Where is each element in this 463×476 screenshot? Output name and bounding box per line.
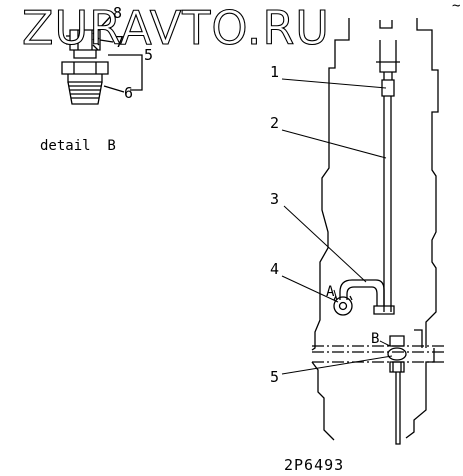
lower-fitting (387, 335, 407, 373)
detail-callout-6: 6 (124, 84, 133, 102)
pipe-clamp (333, 295, 353, 316)
detail-caption: detail B (40, 138, 116, 154)
watermark-text: ZURAVTO.RU (22, 1, 330, 55)
callout-3: 3 (270, 190, 279, 208)
bent-pipe (339, 279, 395, 315)
view-letter-b: B (371, 331, 379, 347)
corner-mark: ~ (452, 0, 460, 14)
callout-leaders (281, 78, 393, 375)
detail-b-drawing (61, 16, 143, 105)
drawing-code: 2P6493 (284, 456, 344, 474)
callout-4: 4 (270, 260, 279, 278)
vertical-tube (383, 96, 401, 445)
cross-beam (312, 345, 444, 363)
callout-2: 2 (270, 114, 279, 132)
detail-callout-5: 5 (144, 46, 153, 64)
callout-1: 1 (270, 63, 279, 81)
view-letter-a: A (326, 284, 335, 300)
frame-outline (311, 18, 439, 441)
callout-5: 5 (270, 368, 279, 386)
detail-callout-7: 7 (115, 33, 124, 51)
upper-fitting (376, 40, 400, 97)
detail-callout-8: 8 (113, 4, 122, 22)
